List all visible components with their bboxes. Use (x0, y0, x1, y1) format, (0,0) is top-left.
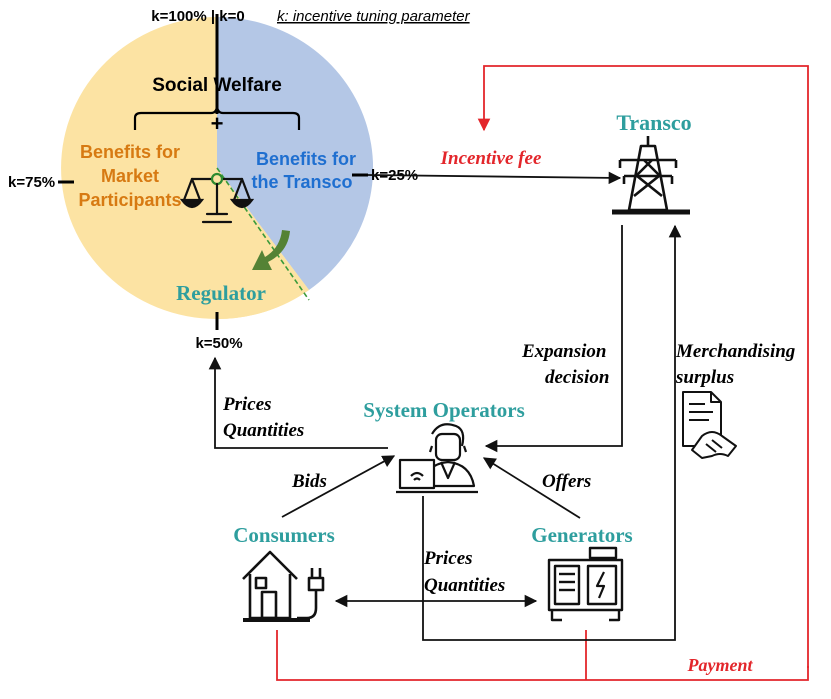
benefits-transco-line-1: Benefits for (256, 149, 356, 169)
benefits-market-line-1: Benefits for (80, 142, 180, 162)
prices-bottom-line-2: Quantities (424, 575, 505, 596)
regulator-label: Regulator (176, 281, 266, 305)
k-top-label: k=100% | k=0 (151, 8, 244, 25)
payment-top-loop (477, 65, 809, 668)
plus-sign: + (211, 111, 224, 136)
incentive-fee-label: Incentive fee (440, 148, 542, 169)
social-welfare-title: Social Welfare (152, 75, 282, 96)
offers-arrow (482, 457, 581, 519)
generator-icon (547, 546, 624, 622)
merchandising-line-2: surplus (675, 367, 734, 388)
prices-left-line-2: Quantities (223, 420, 304, 441)
social-welfare-pie: + (58, 14, 374, 330)
consumers-label: Consumers (233, 523, 335, 547)
merchandising-surplus-arrow (422, 224, 682, 641)
prices-left-line-1: Prices (222, 394, 272, 415)
benefits-market-line-2: Market (101, 166, 159, 186)
incentive-fee-arrow (367, 171, 622, 185)
k-bottom-label: k=50% (195, 335, 242, 352)
welfare-brace (133, 104, 301, 130)
k-definition: k: incentive tuning parameter (277, 8, 471, 25)
expansion-line-2: decision (545, 367, 609, 388)
transco-label: Transco (616, 110, 691, 135)
benefits-transco-label: Benefits for the Transco (251, 149, 356, 192)
bids-arrow (281, 455, 396, 518)
balance-scale-icon (179, 172, 255, 224)
bids-label: Bids (291, 471, 327, 492)
regulator-shift-arrow (252, 230, 290, 270)
prices-bottom-line-1: Prices (423, 548, 473, 569)
expansion-line-1: Expansion (521, 341, 606, 362)
k-left-label: k=75% (8, 174, 55, 191)
system-operators-label: System Operators (363, 398, 525, 422)
pie-transco-slice (217, 16, 374, 291)
generators-label: Generators (531, 523, 632, 547)
payment-label: Payment (687, 655, 754, 675)
benefits-market-participants-label: Benefits for Market Participants (78, 142, 181, 210)
prices-quantities-to-regulator-arrow (208, 356, 388, 449)
merchandising-line-1: Merchandising (675, 341, 795, 362)
contract-handshake-icon (682, 391, 737, 459)
benefits-transco-line-2: the Transco (251, 172, 352, 192)
expansion-decision-arrow (484, 225, 623, 453)
transmission-tower-icon (612, 136, 690, 215)
payment-bottom-line (276, 630, 809, 681)
pie-divider (216, 167, 310, 301)
house-plug-icon (242, 550, 325, 622)
offers-label: Offers (542, 471, 591, 492)
operator-person-icon (396, 423, 478, 494)
benefits-market-line-3: Participants (78, 190, 181, 210)
